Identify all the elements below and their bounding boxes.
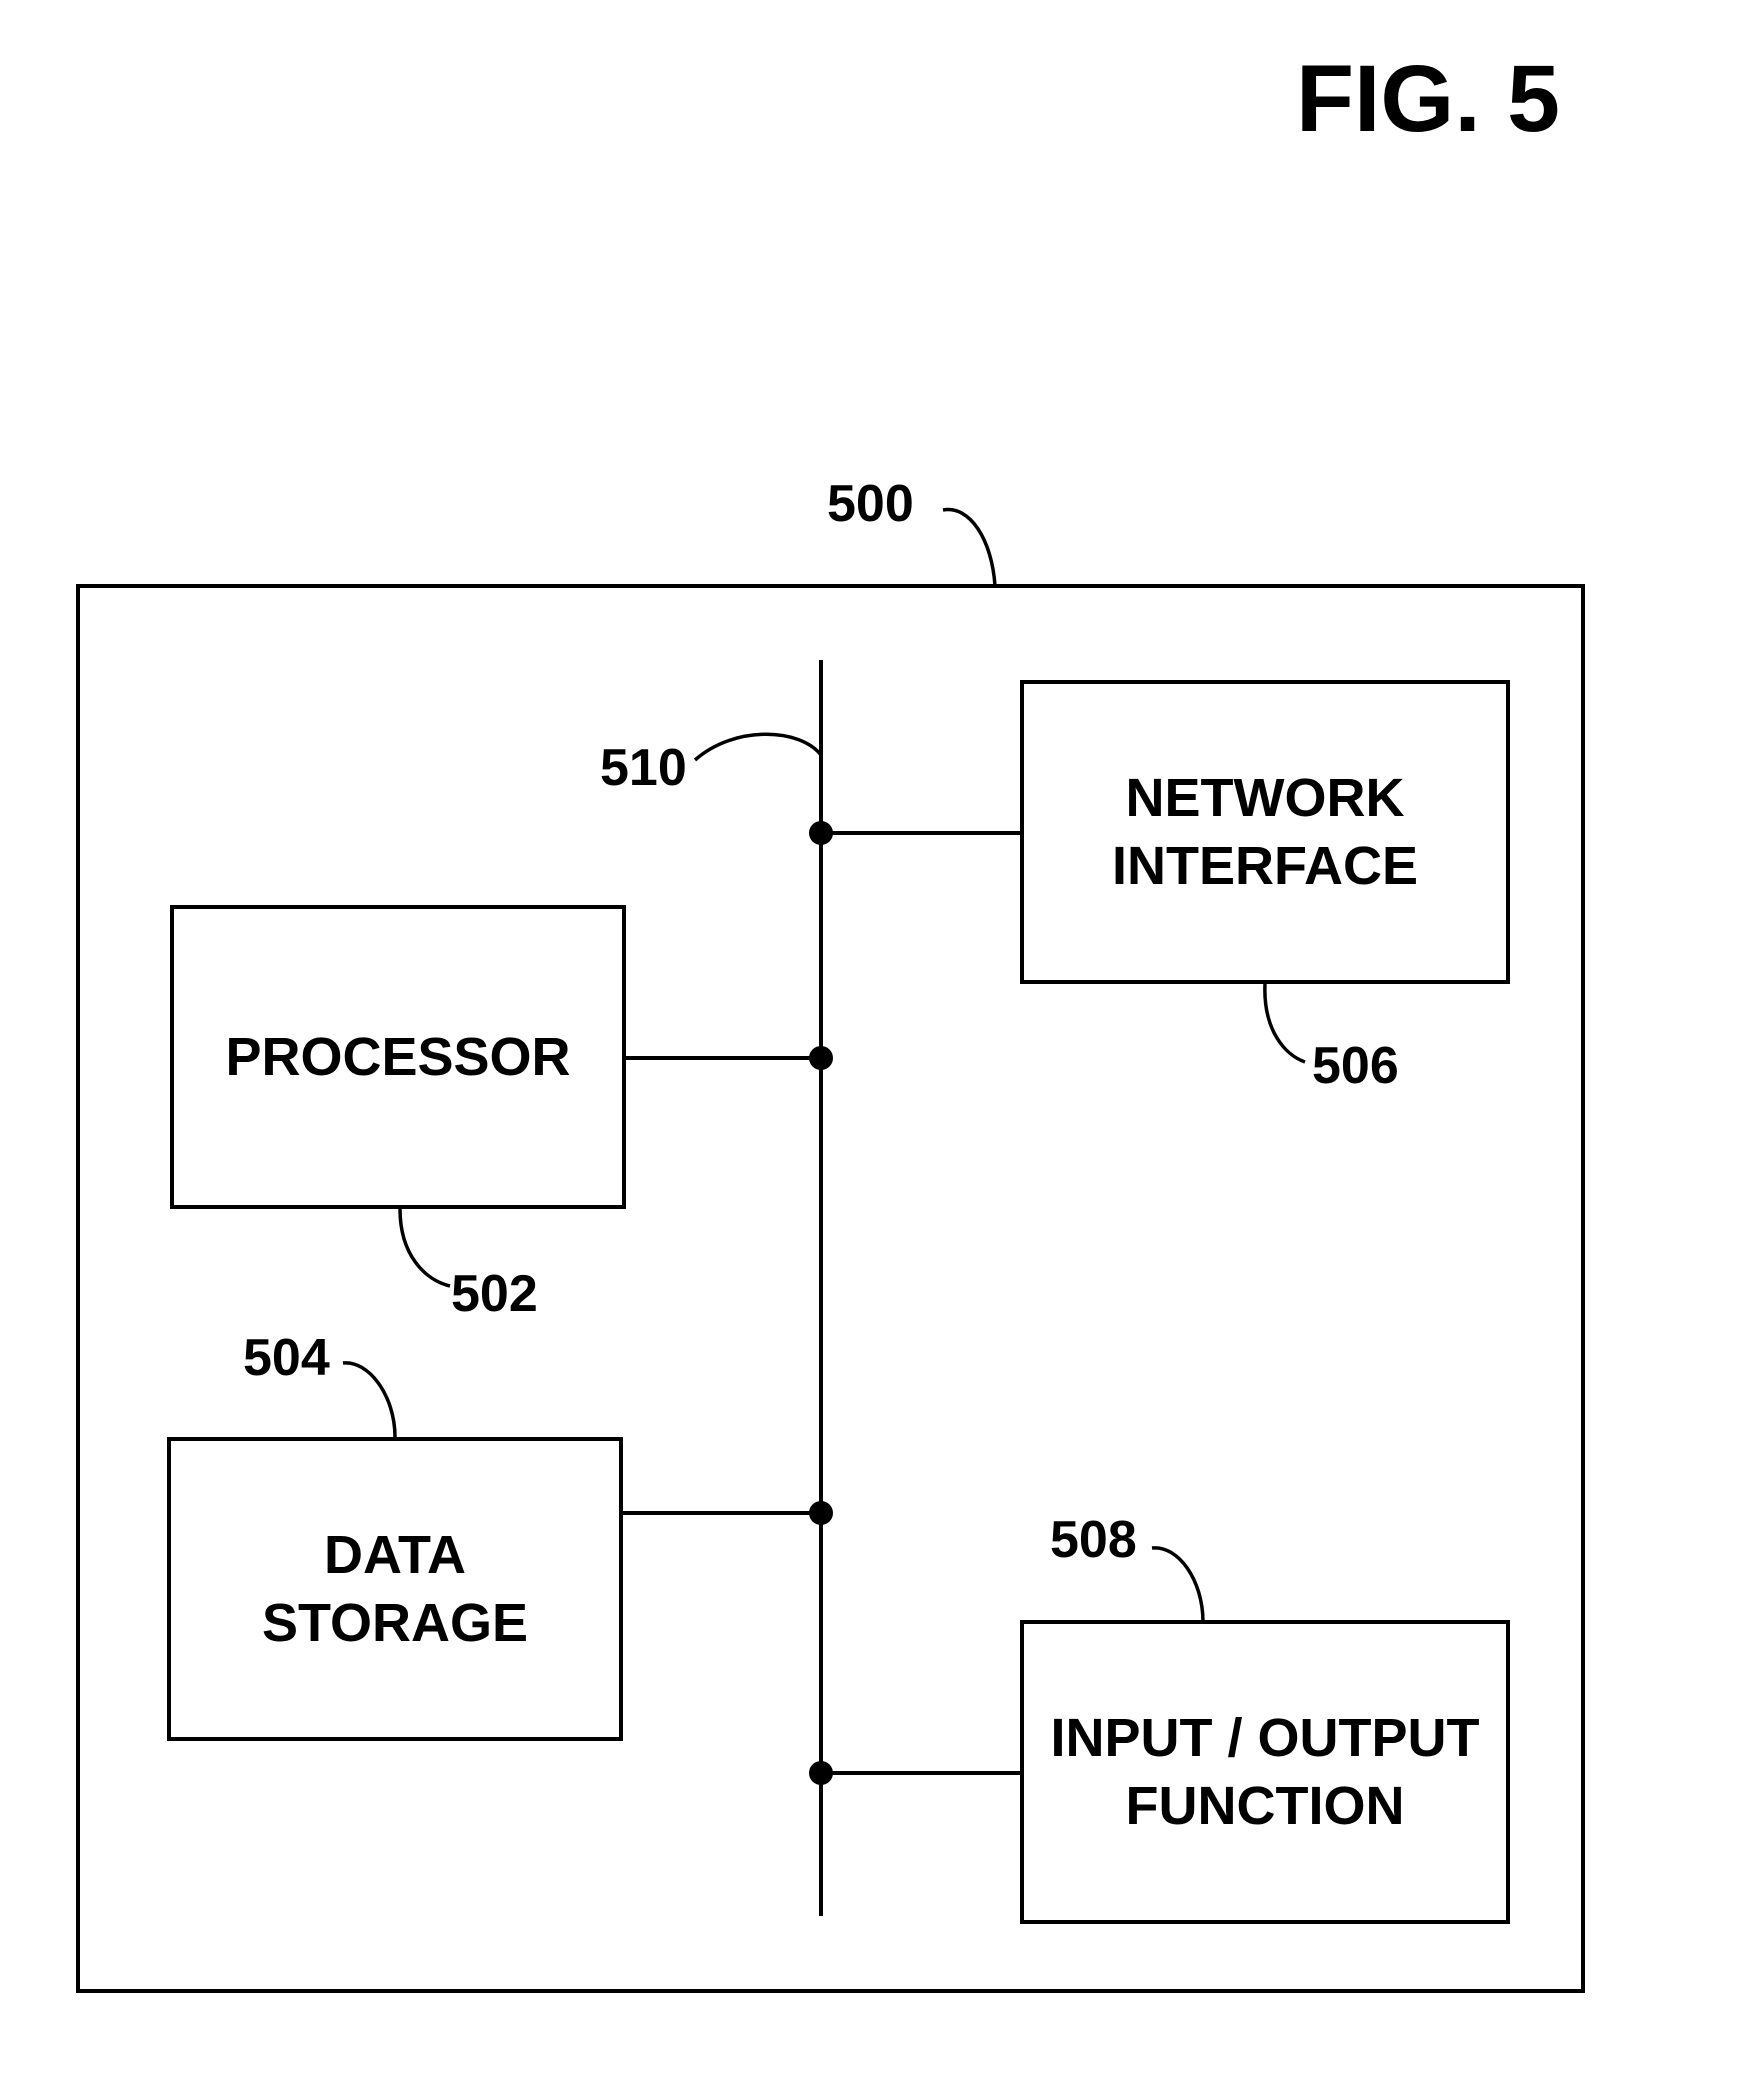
ref-502: 502 [451,1268,538,1320]
network-interface-block: NETWORK INTERFACE [1020,680,1510,984]
leader-506 [1265,984,1305,1062]
junction-dot-data-storage [809,1501,833,1525]
network-interface-label-line1: NETWORK [1126,764,1405,832]
ref-500: 500 [827,478,914,530]
junction-dot-network-interface [809,821,833,845]
data-storage-label-line2: STORAGE [262,1589,528,1657]
io-function-label-line1: INPUT / OUTPUT [1051,1704,1480,1772]
junction-dot-processor [809,1046,833,1070]
io-function-label-line2: FUNCTION [1126,1772,1405,1840]
ref-510: 510 [600,742,687,794]
junction-dot-io-function [809,1761,833,1785]
leader-502 [400,1209,450,1286]
leader-510 [695,734,821,760]
ref-508: 508 [1050,1514,1137,1566]
leader-500 [943,510,995,586]
data-storage-label-line1: DATA [324,1521,466,1589]
leader-504 [343,1363,395,1437]
leader-508 [1152,1548,1203,1622]
ref-504: 504 [243,1332,330,1384]
network-interface-label-line2: INTERFACE [1112,832,1418,900]
ref-506: 506 [1312,1040,1399,1092]
processor-block: PROCESSOR [170,905,626,1209]
io-function-block: INPUT / OUTPUT FUNCTION [1020,1620,1510,1924]
processor-label: PROCESSOR [225,1023,570,1091]
data-storage-block: DATA STORAGE [167,1437,623,1741]
